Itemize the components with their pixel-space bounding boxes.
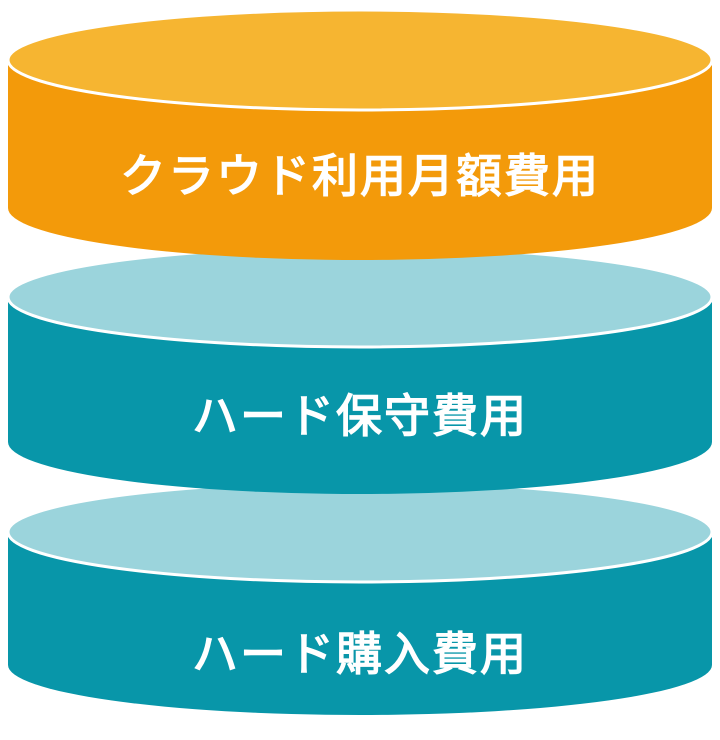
- layer-cloud-monthly-body: [8, 60, 712, 260]
- layer-cloud-monthly: クラウド利用月額費用: [6, 8, 714, 260]
- layer-hardware-purchase-label: ハード購入費用: [192, 627, 528, 681]
- layer-cloud-monthly-top: [6, 8, 714, 112]
- layer-hardware-purchase-body: [8, 532, 712, 715]
- layer-hardware-purchase-top: [6, 480, 714, 584]
- layer-hardware-maintenance-top: [6, 245, 714, 349]
- layer-cloud-monthly-label: クラウド利用月額費用: [120, 149, 600, 203]
- layer-hardware-maintenance: ハード保守費用: [6, 245, 714, 494]
- layer-hardware-purchase: ハード購入費用: [6, 480, 714, 715]
- layer-hardware-maintenance-body: [8, 297, 712, 494]
- layer-hardware-maintenance-label: ハード保守費用: [192, 389, 528, 443]
